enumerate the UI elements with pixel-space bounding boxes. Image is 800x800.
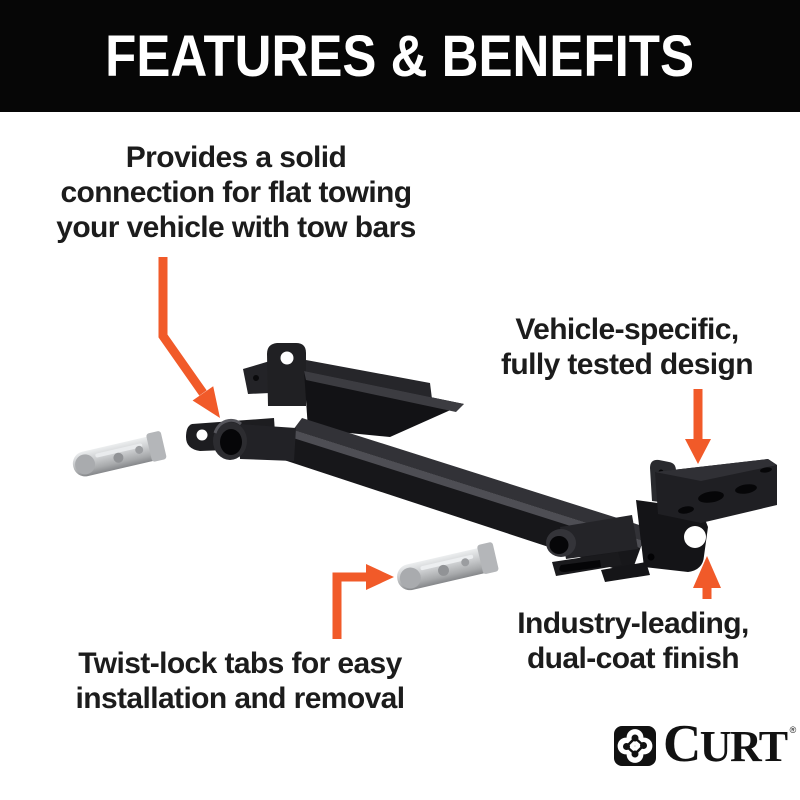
callout-flat-towing-line-3: your vehicle with tow bars bbox=[56, 211, 416, 244]
baseplate-image bbox=[186, 343, 777, 582]
vehicle-specific-arrow-icon bbox=[685, 389, 711, 464]
callout-dual-coat-line-2: dual-coat finish bbox=[526, 642, 740, 675]
twist-lock-arrow-icon bbox=[332, 564, 394, 639]
callout-twist-lock-line-1: Twist-lock tabs for easy bbox=[78, 647, 402, 680]
curt-logo: CURT ® bbox=[614, 715, 797, 773]
callout-vehicle-specific-line-1: Vehicle-specific, bbox=[515, 313, 739, 346]
callout-vehicle-specific-line-2: fully tested design bbox=[501, 348, 754, 381]
header-banner: FEATURES & BENEFITS bbox=[0, 0, 800, 112]
registered-trademark-mark: ® bbox=[789, 725, 797, 735]
curt-logo-icon bbox=[614, 726, 656, 766]
callout-vehicle-specific: Vehicle-specific, fully tested design bbox=[477, 312, 777, 382]
callout-flat-towing: Provides a solid connection for flat tow… bbox=[30, 140, 442, 245]
callout-flat-towing-line-2: connection for flat towing bbox=[60, 176, 412, 209]
callout-flat-towing-line-1: Provides a solid bbox=[125, 141, 347, 174]
callout-twist-lock-line-2: installation and removal bbox=[75, 682, 405, 715]
twist-lock-pin-bottom bbox=[397, 542, 499, 591]
dual-coat-arrow-icon bbox=[693, 556, 721, 599]
flat-towing-arrow-icon bbox=[158, 257, 220, 418]
callout-dual-coat-line-1: Industry-leading, bbox=[517, 607, 749, 640]
callout-twist-lock: Twist-lock tabs for easy installation an… bbox=[40, 646, 440, 716]
page-title: FEATURES & BENEFITS bbox=[105, 23, 695, 89]
twist-lock-pin-left bbox=[72, 431, 167, 477]
callout-dual-coat: Industry-leading, dual-coat finish bbox=[483, 606, 783, 676]
curt-logo-wordmark: CURT bbox=[663, 715, 788, 773]
